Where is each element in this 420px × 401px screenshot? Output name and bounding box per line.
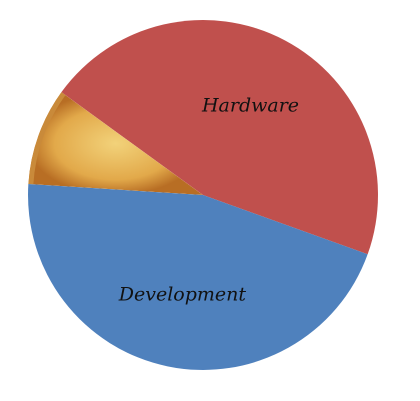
pizza-crust [28, 92, 66, 185]
pizza-slice [28, 92, 203, 195]
pie-slice-development [28, 184, 368, 370]
pie-slices [28, 20, 378, 370]
slice-label-hardware: Hardware [201, 94, 299, 116]
pie-slice-hardware [61, 20, 378, 255]
slice-label-development: Development [118, 283, 247, 305]
